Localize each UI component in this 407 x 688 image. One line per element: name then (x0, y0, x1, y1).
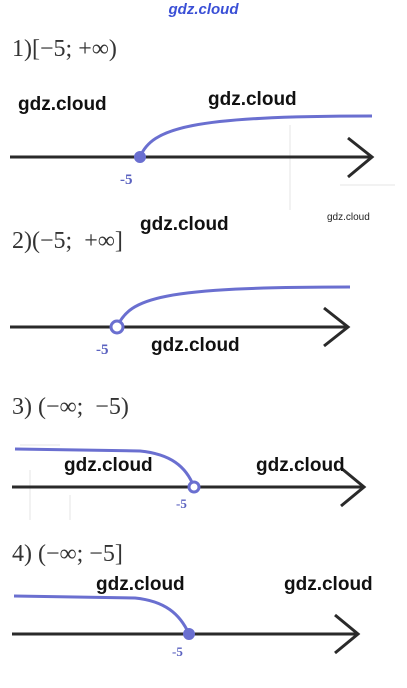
interval-label-4: 4) (−∞; −5] (12, 541, 123, 567)
solution-curve-3 (14, 447, 196, 488)
watermark-text: gdz.cloud (18, 94, 107, 115)
watermark-text: gdz.cloud (140, 214, 229, 235)
watermark-text: gdz.cloud (96, 574, 185, 595)
point-label-3: -5 (176, 496, 187, 511)
filled-point-4 (183, 628, 195, 640)
watermark-text: gdz.cloud (208, 89, 297, 110)
solution-curve-1 (138, 114, 373, 158)
watermark-small: gdz.cloud (327, 212, 370, 223)
interval-label-2: 2)(−5; +∞] (12, 228, 123, 254)
watermark-text: gdz.cloud (151, 335, 240, 356)
point-label-4: -5 (172, 644, 183, 659)
watermark-text: gdz.cloud (256, 455, 345, 476)
open-point-3 (187, 480, 201, 494)
grid-remnants (20, 125, 395, 520)
open-point-2 (109, 319, 125, 335)
number-line-1 (10, 114, 375, 179)
point-label-2: -5 (96, 342, 109, 358)
number-line-3 (12, 447, 367, 508)
point-label-1: -5 (120, 172, 133, 188)
number-line-4 (12, 594, 361, 655)
number-line-2 (10, 285, 351, 348)
header-watermark: gdz.cloud (168, 1, 239, 18)
watermark-text: gdz.cloud (64, 455, 153, 476)
filled-point-1 (134, 151, 146, 163)
watermark-text: gdz.cloud (284, 574, 373, 595)
solution-curve-4 (13, 594, 191, 635)
solution-curve-2 (115, 285, 351, 328)
interval-label-1: 1)[−5; +∞) (12, 36, 117, 62)
interval-label-3: 3) (−∞; −5) (12, 394, 129, 420)
